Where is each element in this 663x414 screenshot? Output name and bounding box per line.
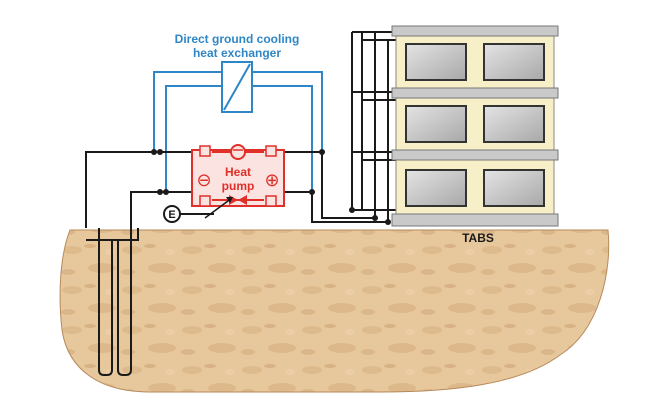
slab-2: [391, 87, 559, 99]
plus-symbol: ⊕: [264, 170, 279, 191]
energy-input: [163, 197, 233, 223]
slab-3: [391, 149, 559, 161]
heat-pump-label-line1: Heat: [225, 165, 251, 179]
heat-pump-label-line2: pump: [222, 179, 255, 193]
ground: [59, 229, 610, 393]
heat-exchanger: [221, 61, 253, 113]
borehole-u-tubes: [85, 151, 160, 376]
compressor-icon: [230, 144, 246, 160]
minus-symbol: ⊖: [196, 170, 211, 191]
window: [483, 43, 545, 81]
window: [405, 169, 467, 207]
junction-dots: [151, 149, 391, 225]
window: [405, 105, 467, 143]
exchanger-label-line2: heat exchanger: [193, 46, 281, 60]
window: [483, 105, 545, 143]
window: [405, 43, 467, 81]
heat-pump: [191, 144, 285, 207]
slab-bottom: [391, 213, 559, 227]
black-pipes: [160, 31, 396, 223]
window: [483, 169, 545, 207]
building: [391, 25, 559, 227]
slab-top: [391, 25, 559, 37]
expansion-valve-icon: [229, 195, 247, 205]
tabs-label: TABS: [462, 231, 494, 245]
energy-symbol: E: [168, 209, 175, 221]
exchanger-label-line1: Direct ground cooling: [175, 32, 300, 46]
